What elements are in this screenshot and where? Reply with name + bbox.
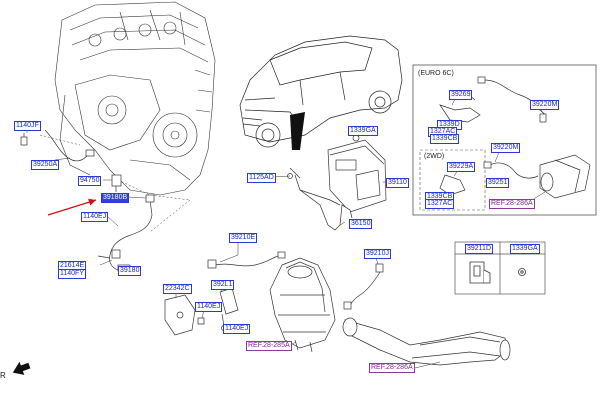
part-label-1339cb-a[interactable]: 1339CB <box>430 134 460 144</box>
ref-label-285a[interactable]: REF.28-285A <box>246 341 292 351</box>
crank-sensor-illustration <box>97 194 155 272</box>
part-label-1140fy[interactable]: 1140FY <box>58 269 86 279</box>
exhaust-pipe-illustration <box>342 317 511 366</box>
2wd-inset-title: (2WD) <box>424 153 445 160</box>
o2-sensor-39210e-illustration <box>207 251 286 269</box>
part-label-94750[interactable]: 94750 <box>78 176 102 186</box>
part-label-39220m-b[interactable]: 39220M <box>491 143 521 153</box>
corner-mark: R <box>0 371 6 380</box>
highlight-arrow <box>47 198 97 216</box>
part-label-1140ej-b[interactable]: 1140EJ <box>195 302 223 312</box>
part-label-39250a[interactable]: 39250A <box>31 160 60 170</box>
part-label-1327ac-b[interactable]: 1327AC <box>425 199 455 209</box>
front-direction-icon <box>12 361 31 375</box>
engine-block-illustration <box>54 1 216 196</box>
sensor-94750-illustration <box>111 174 122 192</box>
part-label-39110[interactable]: 39110 <box>386 178 409 188</box>
part-label-1140ej-c[interactable]: 1140EJ <box>223 324 251 334</box>
table-header-1339ga[interactable]: 1339GA <box>510 244 540 254</box>
ecu-illustration <box>287 134 387 231</box>
part-label-39269[interactable]: 39269 <box>449 90 473 100</box>
euro6c-inset-frame <box>412 64 597 216</box>
part-label-1140jf[interactable]: 1140JF <box>14 121 41 131</box>
euro-catalyst-illustration <box>439 154 591 199</box>
part-label-1140ej-a[interactable]: 1140EJ <box>81 212 109 222</box>
grommet-1339ga-icon <box>518 268 526 276</box>
table-header-39211d[interactable]: 39211D <box>465 244 494 254</box>
2wd-inset-frame <box>419 149 486 211</box>
part-label-36150[interactable]: 36150 <box>349 219 373 229</box>
sensor-39250a-illustration <box>20 129 95 162</box>
part-label-39251[interactable]: 39251 <box>486 178 510 188</box>
part-label-39220m-a[interactable]: 39220M <box>530 100 560 110</box>
part-label-1339ga-a[interactable]: 1339GA <box>348 126 378 136</box>
ref-label-286a-pipe[interactable]: REF.28-286A <box>369 363 415 373</box>
part-label-39180[interactable]: 39180 <box>118 266 142 276</box>
bracket-22342c-illustration <box>164 294 205 336</box>
car-to-ecu-arrow <box>290 112 305 150</box>
part-label-1125ad[interactable]: 1125AD <box>247 173 276 183</box>
part-label-22342c[interactable]: 22342C <box>163 284 192 294</box>
ref-label-286a-euro[interactable]: REF.28-286A <box>489 199 535 209</box>
part-label-39180b[interactable]: 39180B <box>101 193 130 203</box>
o2-sensor-39210j-illustration <box>343 263 384 310</box>
part-label-39210e[interactable]: 39210E <box>229 233 258 243</box>
part-label-392l1[interactable]: 392L1 <box>211 280 235 290</box>
clip-39211d-icon <box>469 261 491 284</box>
exhaust-manifold-illustration <box>269 257 336 353</box>
car-illustration <box>239 35 403 148</box>
parts-table-frame <box>454 241 546 295</box>
euro6c-inset-title: (EURO 6C) <box>418 70 454 77</box>
part-label-39229a[interactable]: 39229A <box>447 162 476 172</box>
part-label-39210j[interactable]: 39210J <box>364 249 391 259</box>
